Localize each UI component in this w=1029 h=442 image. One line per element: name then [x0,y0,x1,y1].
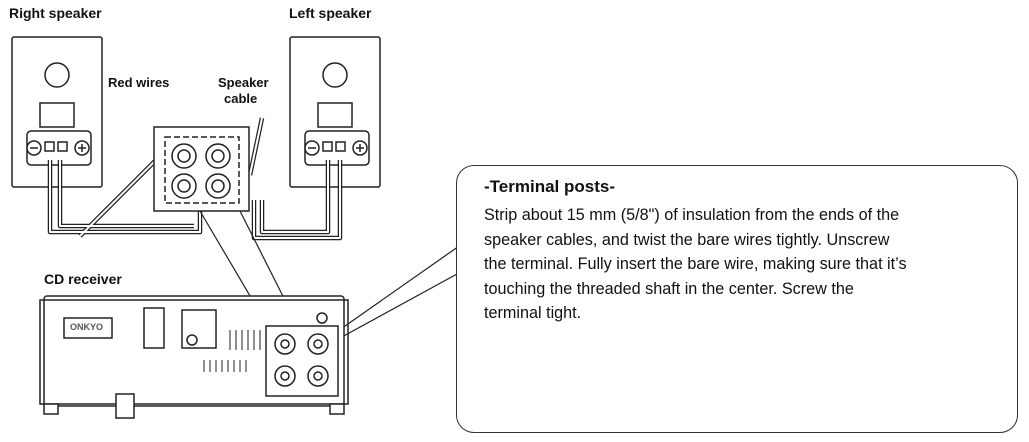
foot-clip [115,393,135,419]
cd-receiver-label: CD receiver [44,271,122,287]
speaker-cable-label-line2: cable [224,91,258,106]
callout-line: speaker cables, and twist the bare wires… [484,230,890,249]
right-speaker [11,36,103,188]
left-speaker [289,36,381,188]
callout-line: touching the threaded shaft in the cente… [484,279,854,298]
terminal-posts-callout [456,165,1018,433]
callout-line: the terminal. Fully insert the bare wire… [484,255,907,273]
callout-line: Strip about 15 mm (5/8") of insulation f… [484,206,900,224]
red-wires-label: Red wires [108,75,170,90]
cd-receiver [39,295,349,419]
callout-title: -Terminal posts- [484,177,615,196]
speaker-cable-label-line1: Speaker [218,75,269,90]
terminal-panel-zoom [153,126,250,212]
brand-plate [63,317,113,339]
brand-logo-text: ONKYO [70,322,104,332]
right-speaker-label: Right speaker [9,5,102,21]
callout-line: terminal tight. [484,304,582,322]
left-speaker-label: Left speaker [289,5,372,21]
callout-body: Strip about 15 mm (5/8") of insulation f… [484,203,907,326]
